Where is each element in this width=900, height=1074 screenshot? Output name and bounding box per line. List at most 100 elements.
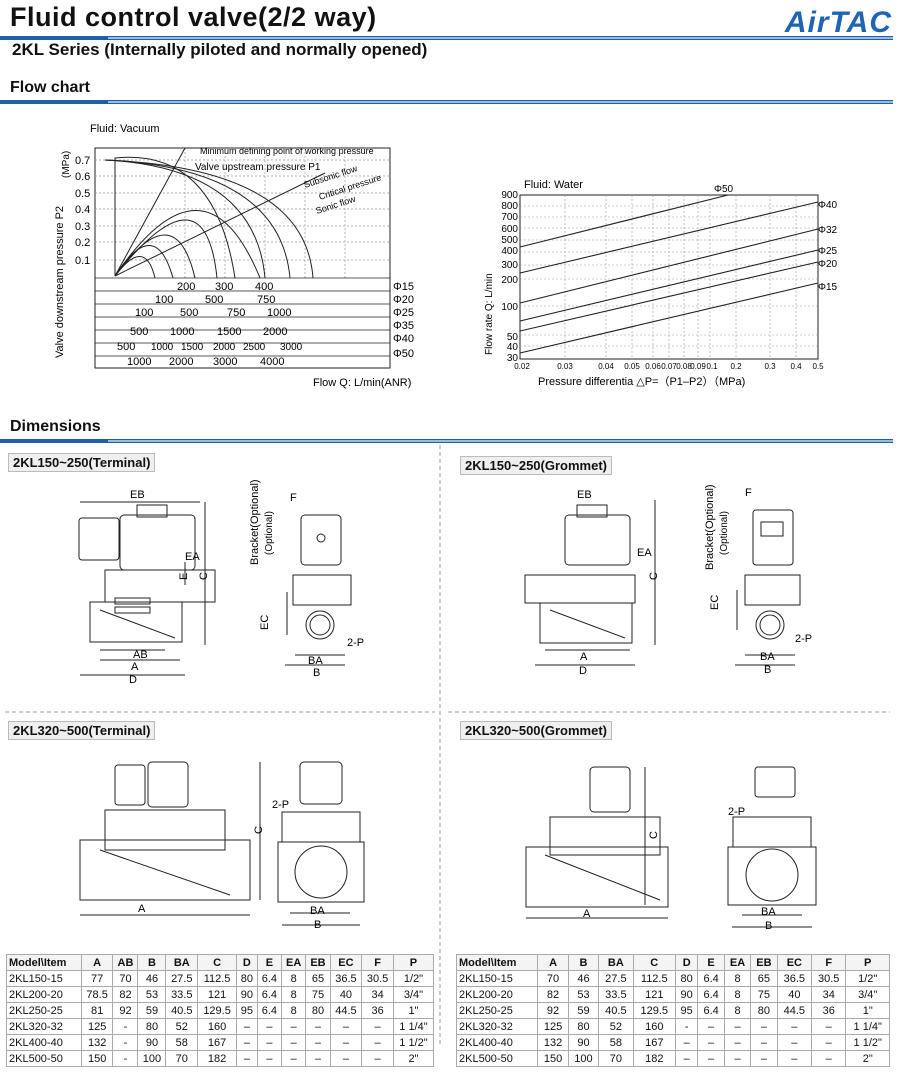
table-cell: – [305, 1018, 331, 1035]
water-series-label: Φ25 [818, 246, 838, 257]
table-cell: - [112, 1018, 139, 1035]
table-cell: – [776, 1050, 813, 1067]
scale-tick: 3000 [280, 342, 303, 353]
section-rule-dimensions [0, 439, 893, 443]
table-cell: – [697, 1018, 725, 1035]
table-cell: 82 [112, 986, 139, 1003]
water-series-label: Φ50 [714, 184, 734, 195]
table-cell: - [674, 1018, 699, 1035]
drawing-grommet-small: EB EA C A D Bracket(Optional) (Optional)… [524, 484, 812, 677]
table-cell: 6.4 [697, 970, 725, 987]
water-ytick: 30 [507, 353, 519, 364]
water-ytick: 600 [501, 224, 518, 235]
dim-EA: EA [185, 551, 200, 563]
water-xtick: 0.03 [557, 362, 573, 371]
water-ytick: 900 [501, 190, 518, 201]
dim-BA: BA [761, 906, 776, 918]
table-header-cell: AB [112, 954, 139, 971]
dim-A: A [583, 908, 591, 920]
dim-AB: AB [133, 649, 148, 661]
dim-EA: EA [637, 547, 652, 559]
scale-tick: 100 [135, 307, 153, 319]
table-cell: – [811, 1018, 847, 1035]
water-xtick: 0.07 [661, 362, 677, 371]
table-cell: - [112, 1050, 139, 1067]
water-ytick: 400 [501, 246, 518, 257]
table-cell: 95 [236, 1002, 258, 1019]
scale-row-label: Φ20 [393, 294, 414, 306]
scale-tick: 1500 [217, 326, 241, 338]
scale-tick: 2000 [169, 356, 193, 368]
table-header-cell: EB [750, 954, 778, 971]
table-cell: 58 [598, 1034, 634, 1051]
table-cell: – [329, 1018, 363, 1035]
table-cell: 33.5 [598, 986, 634, 1003]
title-rule [0, 36, 893, 40]
table-cell: 167 [632, 1034, 676, 1051]
table-cell: 112.5 [632, 970, 676, 987]
table-cell: 150 [80, 1050, 114, 1067]
table-cell: 2KL500-50 [6, 1050, 82, 1067]
vacuum-curves [104, 147, 326, 279]
water-ytick: 40 [507, 342, 519, 353]
dim-BA: BA [308, 655, 323, 667]
table-header-cell: D [674, 954, 699, 971]
water-xtick: 0.1 [706, 362, 718, 371]
water-series-lines [519, 194, 819, 354]
scale-tick: 2000 [213, 342, 236, 353]
table-cell: 160 [632, 1018, 676, 1035]
table-cell: 36 [811, 1002, 847, 1019]
scale-tick: 2000 [263, 326, 287, 338]
water-xtick: 0.05 [624, 362, 640, 371]
table-cell: 80 [674, 970, 699, 987]
water-xtick: 0.08 [676, 362, 692, 371]
table-cell: 2KL200-20 [6, 986, 82, 1003]
table-cell: – [723, 1018, 752, 1035]
table-cell: 112.5 [197, 970, 238, 987]
table-cell: 59 [567, 1002, 600, 1019]
table-cell: 40 [776, 986, 813, 1003]
water-series-label: Φ32 [818, 225, 838, 236]
table-cell: 95 [674, 1002, 699, 1019]
dim-BA: BA [760, 651, 775, 663]
dim-EB: EB [577, 489, 592, 501]
table-header-cell: EA [723, 954, 752, 971]
table-header-cell: EC [776, 954, 813, 971]
table-cell: 44.5 [776, 1002, 813, 1019]
vacuum-flow-chart: Fluid: Vacuum Valve downstream pressure … [55, 123, 414, 389]
dim-D: D [129, 674, 137, 686]
table-cell: 6.4 [256, 970, 283, 987]
table-cell: 81 [80, 1002, 114, 1019]
table-cell: 3/4" [845, 986, 890, 1003]
water-xtick: 0.2 [730, 362, 742, 371]
table-cell: 1 1/2" [392, 1034, 435, 1051]
table-cell: 92 [537, 1002, 569, 1019]
dim-F: F [290, 492, 297, 504]
scale-tick: 3000 [213, 356, 237, 368]
table-cell: 90 [567, 1034, 600, 1051]
water-xtick: 0.09 [690, 362, 706, 371]
panel-label-terminal-small: 2KL150~250(Terminal) [8, 453, 156, 472]
water-ytick: 800 [501, 201, 518, 212]
table-cell: – [361, 1050, 394, 1067]
water-flow-chart: Fluid: Water Flow rate Q: L/min 900 800 … [484, 179, 838, 388]
table-cell: – [811, 1034, 847, 1051]
table-header-cell: Model\Item [455, 954, 539, 971]
table-cell: 129.5 [632, 1002, 676, 1019]
scale-row-label: Φ35 [393, 320, 414, 332]
table-cell: 132 [80, 1034, 114, 1051]
dim-B: B [314, 919, 321, 930]
dim-EC: EC [709, 595, 721, 610]
water-ytick: 200 [501, 275, 518, 286]
scale-tick: 1000 [127, 356, 151, 368]
table-cell: 8 [723, 1002, 752, 1019]
table-cell: – [281, 1018, 307, 1035]
table-cell: 1 1/4" [845, 1018, 890, 1035]
